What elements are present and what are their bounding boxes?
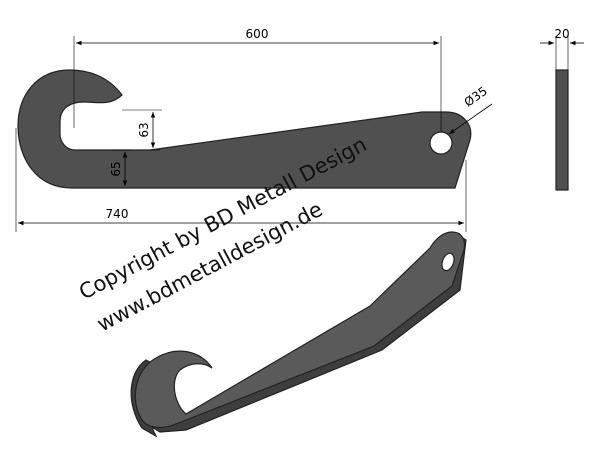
dimension-65: 65 bbox=[109, 149, 132, 186]
dimension-20: 20 bbox=[540, 27, 584, 70]
side-view-bar bbox=[555, 69, 569, 191]
mounting-hole bbox=[429, 131, 453, 155]
hook-plate-isometric-view bbox=[130, 231, 467, 438]
dimension-740: 740 bbox=[15, 128, 467, 232]
dimension-600-label: 600 bbox=[246, 27, 269, 41]
dimension-63: 63 bbox=[122, 109, 162, 151]
dimension-63-label: 63 bbox=[137, 122, 151, 137]
hook-plate-front-view bbox=[17, 69, 472, 189]
dimension-600: 600 bbox=[73, 27, 442, 132]
dimension-20-label: 20 bbox=[554, 27, 569, 41]
dimension-hole-diameter-label: Ø35 bbox=[462, 84, 490, 110]
dimension-740-label: 740 bbox=[106, 207, 129, 221]
dimension-65-label: 65 bbox=[109, 161, 123, 176]
